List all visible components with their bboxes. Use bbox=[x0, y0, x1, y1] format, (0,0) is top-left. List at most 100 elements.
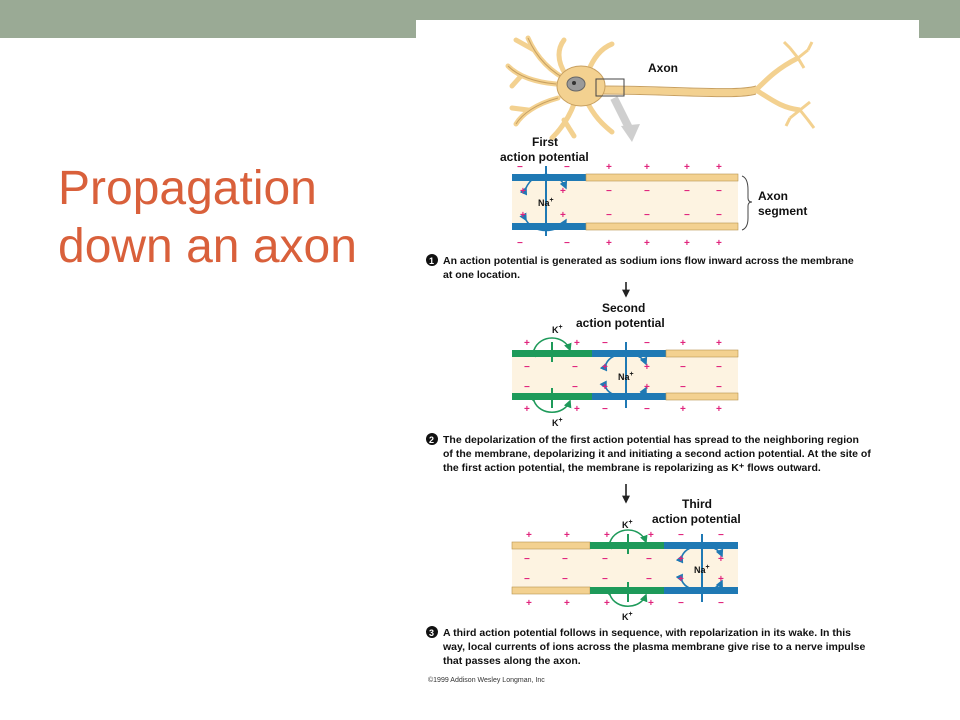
na-ion-label-2: Na+ bbox=[618, 371, 634, 382]
svg-text:+: + bbox=[718, 554, 724, 565]
axon-zoom-box bbox=[595, 78, 625, 97]
caption-3-line-3: that passes along the axon. bbox=[443, 655, 581, 667]
panel-3: Third action potential K+ K+ Na+ + + + + −… bbox=[426, 497, 865, 667]
svg-text:+: + bbox=[604, 530, 610, 541]
second-ap-label-2: action potential bbox=[576, 316, 665, 330]
svg-text:+: + bbox=[574, 338, 580, 349]
nucleus bbox=[566, 76, 586, 92]
copyright-notice: ©1999 Addison Wesley Longman, Inc bbox=[428, 676, 545, 684]
svg-text:+: + bbox=[606, 238, 612, 249]
svg-text:−: − bbox=[644, 186, 650, 197]
svg-text:−: − bbox=[680, 382, 686, 393]
first-ap-label-2: action potential bbox=[500, 150, 589, 164]
na-ion-label-3: Na+ bbox=[694, 564, 710, 575]
svg-text:−: − bbox=[524, 554, 530, 565]
svg-text:+: + bbox=[716, 404, 722, 415]
svg-text:+: + bbox=[716, 338, 722, 349]
svg-text:1: 1 bbox=[429, 256, 434, 266]
svg-text:−: − bbox=[572, 362, 578, 373]
svg-text:−: − bbox=[716, 382, 722, 393]
svg-text:+: + bbox=[716, 162, 722, 173]
svg-text:+: + bbox=[560, 210, 566, 221]
neuron-illustration: Axon bbox=[505, 35, 816, 142]
svg-text:−: − bbox=[718, 598, 724, 609]
svg-text:+: + bbox=[564, 530, 570, 541]
title-line-2: down an axon bbox=[58, 220, 357, 273]
axon-segment-label-2: segment bbox=[758, 204, 807, 218]
svg-text:+: + bbox=[716, 238, 722, 249]
segment-bracket bbox=[741, 175, 753, 231]
svg-text:−: − bbox=[678, 598, 684, 609]
svg-text:+: + bbox=[520, 210, 526, 221]
svg-text:2: 2 bbox=[429, 435, 434, 445]
step-marker-1 bbox=[426, 254, 438, 266]
svg-text:−: − bbox=[517, 238, 523, 249]
svg-text:−: − bbox=[606, 186, 612, 197]
svg-text:−: − bbox=[602, 404, 608, 415]
svg-text:+: + bbox=[648, 530, 654, 541]
svg-text:−: − bbox=[606, 210, 612, 221]
k-ion-label-2b: K+ bbox=[552, 417, 563, 428]
svg-text:−: − bbox=[524, 362, 530, 373]
svg-text:+: + bbox=[574, 404, 580, 415]
svg-text:−: − bbox=[524, 574, 530, 585]
svg-text:−: − bbox=[646, 574, 652, 585]
first-ap-label-1: First bbox=[532, 135, 558, 149]
third-ap-label-1: Third bbox=[682, 497, 712, 511]
svg-text:−: − bbox=[680, 362, 686, 373]
step-marker-2 bbox=[426, 433, 438, 445]
svg-text:+: + bbox=[524, 338, 530, 349]
svg-text:−: − bbox=[602, 574, 608, 585]
svg-text:+: + bbox=[644, 162, 650, 173]
svg-text:−: − bbox=[524, 382, 530, 393]
k-ion-label-3b: K+ bbox=[622, 611, 633, 622]
svg-text:−: − bbox=[602, 554, 608, 565]
caption-1-line-2: at one location. bbox=[443, 269, 520, 281]
third-ap-label-2: action potential bbox=[652, 512, 741, 526]
svg-text:−: − bbox=[564, 162, 570, 173]
na-ion-label-1: Na+ bbox=[538, 197, 554, 208]
svg-text:+: + bbox=[602, 362, 608, 373]
svg-text:+: + bbox=[604, 598, 610, 609]
svg-text:+: + bbox=[684, 238, 690, 249]
caption-2-line-1: The depolarization of the first action p… bbox=[443, 434, 859, 446]
svg-text:+: + bbox=[644, 382, 650, 393]
k-ion-label-3a: K+ bbox=[622, 519, 633, 530]
svg-text:+: + bbox=[680, 404, 686, 415]
caption-2-line-3: the first action potential, the membrane… bbox=[443, 462, 821, 474]
svg-text:−: − bbox=[678, 530, 684, 541]
svg-text:+: + bbox=[606, 162, 612, 173]
caption-3-line-2: way, local currents of ions across the p… bbox=[442, 641, 865, 653]
svg-text:−: − bbox=[644, 404, 650, 415]
svg-text:−: − bbox=[572, 382, 578, 393]
charge-signs-2: ++ −− ++ −− ++ −− −− ++ −− ++ −− ++ bbox=[524, 338, 722, 415]
svg-text:−: − bbox=[646, 554, 652, 565]
step-marker-3 bbox=[426, 626, 438, 638]
svg-text:−: − bbox=[564, 238, 570, 249]
figure-panel: Axon First action potential Na+ − − + + + + … bbox=[416, 20, 919, 700]
svg-text:3: 3 bbox=[429, 628, 434, 638]
svg-text:−: − bbox=[718, 530, 724, 541]
charge-signs-3: ++ ++ −− −− −− ++ −− −− ++ ++ ++ −− bbox=[524, 530, 724, 609]
axon-segment-label-1: Axon bbox=[758, 189, 788, 203]
caption-1-line-1: An action potential is generated as sodi… bbox=[443, 255, 854, 267]
svg-text:−: − bbox=[562, 554, 568, 565]
svg-text:−: − bbox=[562, 574, 568, 585]
panel-1: First action potential Na+ − − + + + + + + − −… bbox=[426, 135, 854, 281]
svg-text:−: − bbox=[517, 162, 523, 173]
charge-signs-1: −− ++++ ++ −−−− ++ −−−− −− ++++ bbox=[517, 162, 722, 249]
svg-text:+: + bbox=[718, 574, 724, 585]
svg-text:+: + bbox=[644, 238, 650, 249]
svg-text:+: + bbox=[684, 162, 690, 173]
svg-text:+: + bbox=[644, 362, 650, 373]
svg-text:+: + bbox=[680, 338, 686, 349]
title-line-1: Propagation bbox=[58, 162, 317, 215]
svg-text:+: + bbox=[678, 574, 684, 585]
svg-text:−: − bbox=[716, 362, 722, 373]
svg-text:+: + bbox=[526, 530, 532, 541]
svg-text:+: + bbox=[520, 186, 526, 197]
caption-3-line-1: A third action potential follows in sequ… bbox=[443, 627, 851, 639]
svg-text:−: − bbox=[716, 210, 722, 221]
axon-label: Axon bbox=[648, 61, 678, 75]
svg-text:+: + bbox=[602, 382, 608, 393]
